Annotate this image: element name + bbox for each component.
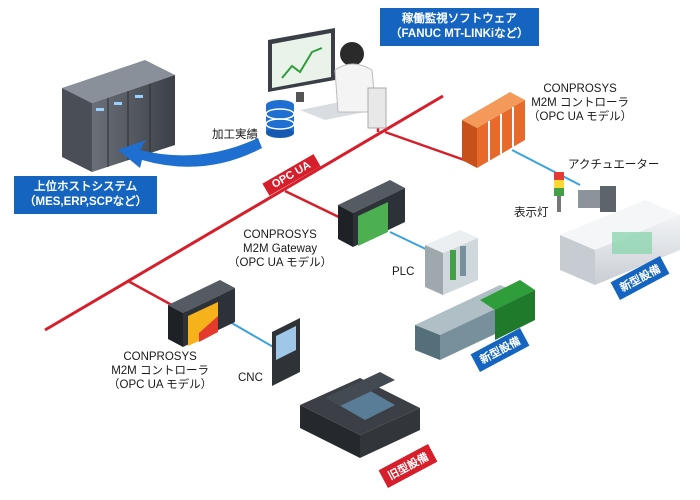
monitoring-software-callout: 稼働監視ソフトウェア （FANUC MT-LINKiなど） (380, 8, 539, 46)
controller-left-line3: （OPC UA モデル） (108, 379, 213, 391)
link-controller-actuator (511, 149, 581, 186)
indicator-light-icon (554, 172, 564, 212)
gateway-icon (338, 180, 405, 247)
controller-left-line1: CONPROSYS (123, 351, 197, 363)
controller-top-label: CONPROSYS M2M コントローラ （OPC UA モデル） (528, 82, 632, 124)
monitoring-software-line1: 稼働監視ソフトウェア (401, 13, 517, 25)
host-system-line1: 上位ホストシステム (33, 181, 138, 193)
host-system-callout: 上位ホストシステム （MES,ERP,SCPなど） (14, 176, 158, 214)
gateway-line3: （OPC UA モデル） (228, 257, 333, 269)
controller-top-line2: M2M コントローラ (531, 97, 629, 109)
new-equipment-machine-middle (415, 280, 535, 360)
plc-icon (425, 230, 478, 295)
plc-label: PLC (392, 266, 415, 278)
cnc-label: CNC (238, 372, 263, 384)
gateway-label: CONPROSYS M2M Gateway （OPC UA モデル） (228, 228, 332, 270)
network-branch-top (384, 130, 471, 164)
opc-ua-network-line (44, 94, 444, 332)
gateway-line1: CONPROSYS (243, 229, 317, 241)
controller-top-icon (462, 92, 525, 168)
monitoring-software-line2: （FANUC MT-LINKiなど） (390, 28, 529, 40)
controller-left-label: CONPROSYS M2M コントローラ （OPC UA モデル） (108, 350, 212, 392)
controller-left-line2: M2M コントローラ (111, 365, 209, 377)
controller-left-icon (168, 280, 235, 347)
host-system-line2: （MES,ERP,SCPなど） (24, 196, 148, 208)
cnc-icon (272, 318, 300, 386)
workstation-icon (265, 28, 387, 138)
indicator-light-label: 表示灯 (514, 207, 549, 219)
gateway-line2: M2M Gateway (243, 243, 318, 255)
processing-results-arrow (118, 138, 262, 168)
controller-top-line1: CONPROSYS (543, 83, 617, 95)
server-icon (62, 60, 175, 172)
old-equipment-machine (300, 372, 420, 458)
actuator-icon (578, 186, 616, 212)
network-branch-gateway (284, 189, 346, 222)
processing-results-label: 加工実績 (212, 129, 258, 141)
actuator-label: アクチュエーター (568, 159, 660, 171)
controller-top-line3: （OPC UA モデル） (528, 111, 633, 123)
new-equipment-machine-top (560, 200, 680, 285)
